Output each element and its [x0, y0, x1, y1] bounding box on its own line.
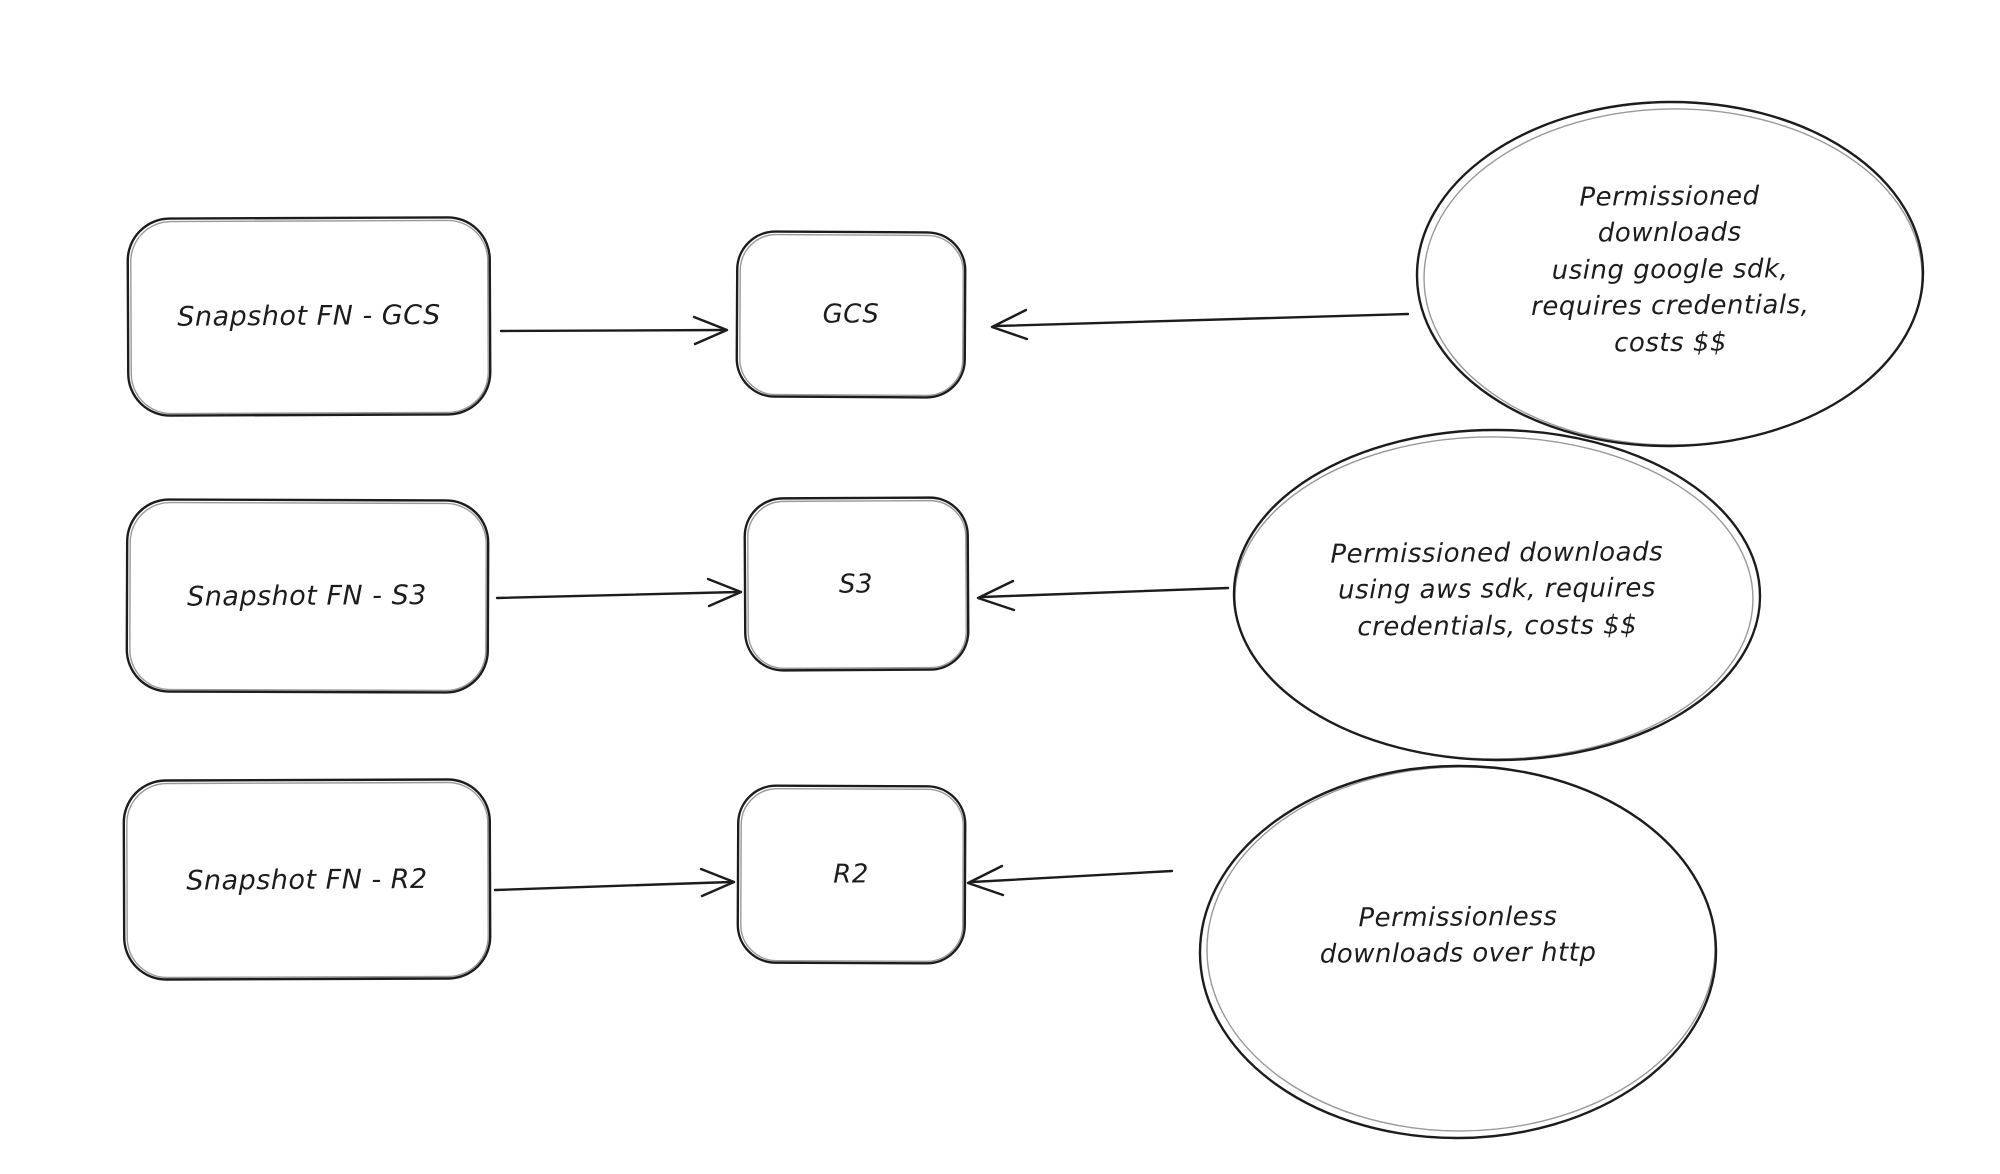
node-snapshot-r2-box[interactable] — [122, 778, 492, 981]
note-r2-text: Permissionless downloads over http — [1319, 901, 1597, 970]
arrow-r2-note-to-r2 — [966, 864, 1174, 897]
node-snapshot-s3-label: Snapshot FN - S3 — [187, 579, 427, 613]
note-s3-ellipse[interactable] — [1232, 428, 1762, 762]
node-r2-label: R2 — [833, 859, 869, 890]
node-s3-label: S3 — [838, 569, 874, 600]
note-r2-ellipse[interactable] — [1198, 764, 1718, 1140]
node-snapshot-s3-box[interactable] — [125, 498, 490, 694]
arrow-gcs-note-to-gcs — [990, 308, 1410, 341]
node-snapshot-r2-label: Snapshot FN - R2 — [186, 863, 428, 897]
arrow-s3-note-to-s3 — [976, 579, 1230, 612]
arrow-snapshot-s3-to-s3 — [495, 577, 743, 608]
note-s3-text: Permissioned downloads using aws sdk, re… — [1330, 537, 1664, 643]
node-snapshot-gcs-box[interactable] — [126, 216, 492, 417]
arrow-snapshot-gcs-to-gcs — [499, 315, 729, 346]
node-r2-box[interactable] — [736, 784, 967, 965]
note-gcs-text: Permissioned downloads using google sdk,… — [1531, 181, 1810, 358]
node-s3-box[interactable] — [743, 496, 970, 672]
node-gcs-box[interactable] — [735, 230, 967, 399]
arrow-snapshot-r2-to-r2 — [493, 867, 736, 898]
node-gcs-label: GCS — [822, 299, 880, 330]
note-gcs-ellipse[interactable] — [1415, 100, 1925, 448]
node-snapshot-gcs-label: Snapshot FN - GCS — [177, 299, 441, 333]
